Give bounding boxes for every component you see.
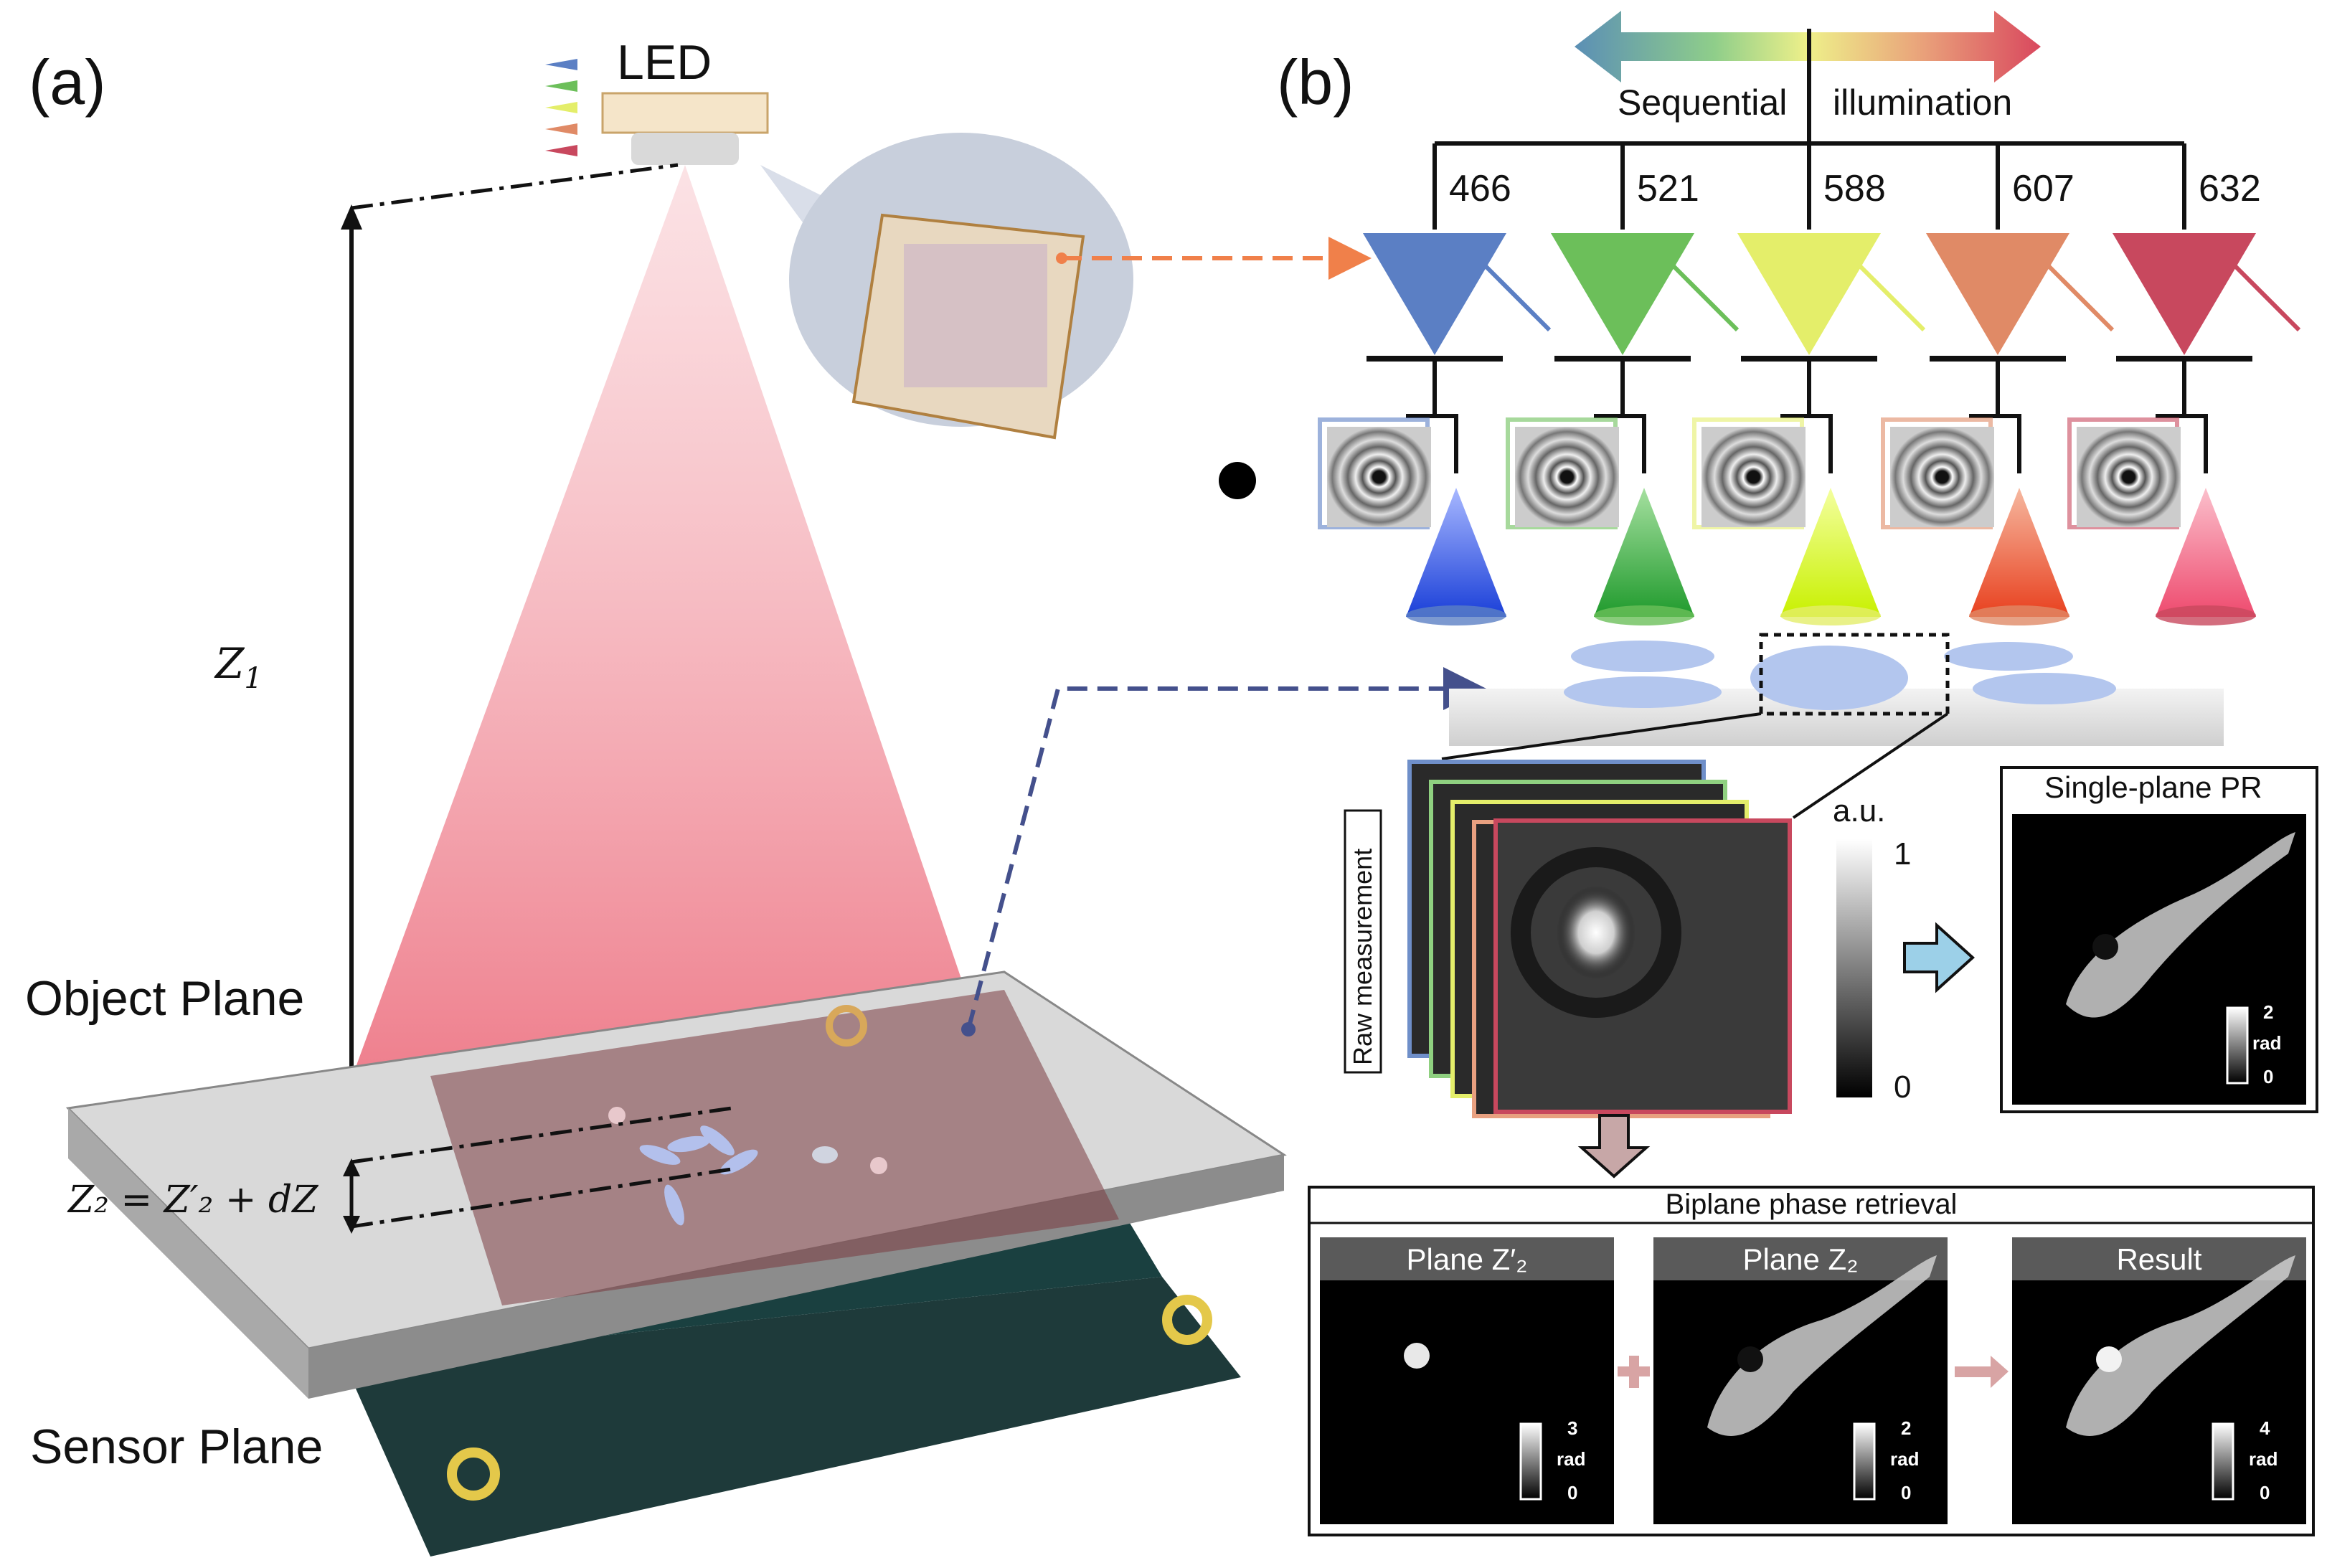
diode-triangle-521 [1551, 233, 1694, 355]
biplane-2-cbar-min: 0 [1901, 1482, 1911, 1503]
diode-lead-588 [1780, 414, 1833, 473]
illumination-label: illumination [1833, 82, 2012, 123]
light-cone-base-632 [2156, 605, 2256, 625]
light-cone-base-607 [1969, 605, 2069, 625]
sample-to-cells-arrow [966, 667, 1486, 1030]
light-cone-632 [2156, 488, 2256, 617]
light-cone [326, 165, 1019, 1148]
single-plane-title: Single-plane PR [2044, 770, 2262, 804]
wavelength-label-607: 607 [2012, 168, 2075, 209]
biplane-2-cbar-unit: rad [1890, 1448, 1919, 1470]
raw-measurement-box [1344, 809, 1382, 1074]
zoom-line-left [1441, 712, 1762, 760]
z2-equation: Z₂ = Z′₂ + dZ [67, 1179, 318, 1222]
led-label: LED [617, 35, 712, 90]
emission-arrow-b-588 [1871, 278, 1926, 332]
hologram-rings-521 [1515, 427, 1619, 527]
diode-lead-521 [1594, 414, 1646, 473]
sequential-label: Sequential [1618, 82, 1787, 123]
panel-a-label: (a) [29, 47, 106, 118]
object-plane-label: Object Plane [25, 971, 304, 1026]
led-diodes: 466 521 588 607 632 [1318, 143, 2301, 625]
diode-triangle-607 [1926, 233, 2069, 355]
light-cone-466 [1406, 488, 1506, 617]
biplane-title: Biplane phase retrieval [1666, 1189, 1958, 1220]
emission-arrow-b-521 [1685, 278, 1740, 332]
hologram-rings-607 [1890, 427, 1994, 527]
raw-colorbar [1836, 839, 1872, 1097]
light-cone-base-588 [1780, 605, 1881, 625]
single-plane-cbar-max: 2 [2263, 1001, 2273, 1023]
diode-lead-632 [2156, 414, 2208, 473]
z1-label: Z1 [214, 639, 263, 695]
wavelength-label-521: 521 [1637, 168, 1699, 209]
to-single-plane-arrow [1903, 922, 1975, 993]
raw-measurement-label: Raw measurement [1348, 849, 1377, 1065]
hologram-rings-466 [1327, 427, 1431, 527]
hologram-rings-632 [2077, 427, 2181, 527]
diode-triangle-632 [2113, 233, 2256, 355]
raw-measurement-stack [1407, 760, 1792, 1118]
biplane-3-cbar-unit: rad [2249, 1448, 2278, 1470]
diode-triangle-466 [1363, 233, 1506, 355]
raw-cbar-min: 0 [1894, 1069, 1911, 1105]
biplane-3-cbar-max: 4 [2260, 1417, 2270, 1439]
biplane-3-cbar-min: 0 [2260, 1482, 2270, 1503]
led-color-legend [545, 59, 577, 156]
sensor-plane-label: Sensor Plane [30, 1420, 323, 1474]
biplane-panel-1-title: Plane Z′₂ [1407, 1242, 1528, 1276]
single-plane-cbar-unit: rad [2252, 1032, 2281, 1054]
panel-b-label: (b) [1277, 47, 1354, 118]
biplane-panel-3-title: Result [2116, 1242, 2201, 1276]
panel-b: (b) Sequential illumination 466 521 588 607… [1219, 11, 2318, 1536]
cell-plate [1449, 633, 2224, 746]
biplane-1-cbar-max: 3 [1567, 1417, 1577, 1439]
single-plane-panel [2000, 766, 2318, 1113]
emission-arrow-b-607 [2060, 278, 2115, 332]
wavelength-label-466: 466 [1449, 168, 1511, 209]
raw-cbar-max: 1 [1894, 836, 1911, 872]
biplane-1-cbar-unit: rad [1557, 1448, 1585, 1470]
au-label: a.u. [1833, 793, 1885, 828]
diode-lead-607 [1969, 414, 2021, 473]
panel-a: (a) LED [25, 35, 1486, 1557]
led-chip [601, 92, 769, 165]
light-cone-base-466 [1406, 605, 1506, 625]
light-cone-521 [1594, 488, 1694, 617]
biplane-panel [1308, 1186, 2315, 1536]
light-cone-base-521 [1594, 605, 1694, 625]
wavelength-label-632: 632 [2199, 168, 2261, 209]
biplane-panel-2-title: Plane Z₂ [1742, 1242, 1858, 1276]
biplane-1-cbar-min: 0 [1567, 1482, 1577, 1503]
led-magnified-bubble [760, 133, 1133, 440]
z2-distance-marker [343, 1106, 732, 1234]
emission-arrow-b-632 [2247, 278, 2301, 332]
emission-arrow-b-466 [1497, 278, 1552, 332]
light-cone-607 [1969, 488, 2069, 617]
bullet-dot [1219, 462, 1256, 499]
diode-triangle-588 [1737, 233, 1881, 355]
wavelength-label-588: 588 [1823, 168, 1886, 209]
hologram-rings-588 [1701, 427, 1806, 527]
light-cone-588 [1780, 488, 1881, 617]
biplane-2-cbar-max: 2 [1901, 1417, 1911, 1439]
sample-cells [608, 1107, 887, 1226]
single-plane-cbar-min: 0 [2263, 1066, 2273, 1087]
diode-lead-466 [1406, 414, 1458, 473]
to-biplane-arrow [1577, 1114, 1651, 1179]
zoom-line-right [1792, 712, 1949, 819]
